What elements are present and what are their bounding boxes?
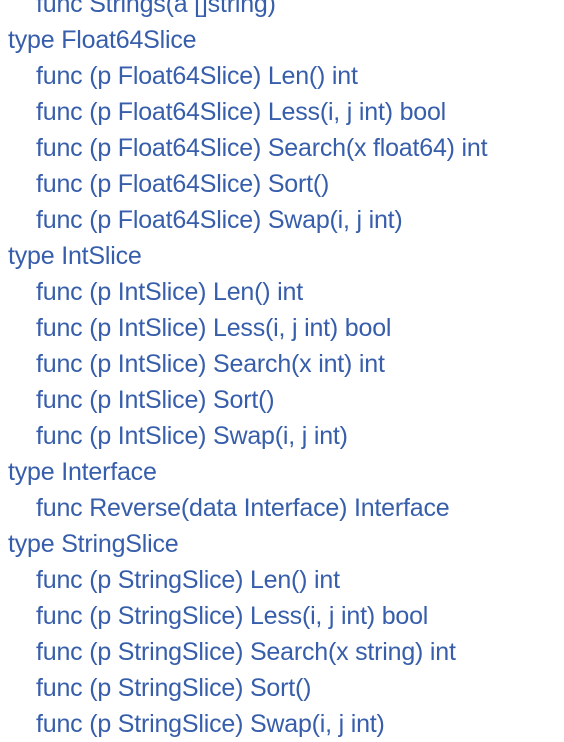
- index-method-link[interactable]: func (p StringSlice) Search(x string) in…: [36, 638, 456, 666]
- index-type-intslice[interactable]: type IntSlice: [0, 238, 564, 274]
- index-method[interactable]: func (p Float64Slice) Search(x float64) …: [0, 130, 564, 166]
- index-method[interactable]: func (p Float64Slice) Len() int: [0, 58, 564, 94]
- index-method-link[interactable]: func (p IntSlice) Swap(i, j int): [36, 422, 348, 450]
- index-func-strings[interactable]: func Strings(a []string): [0, 0, 564, 22]
- index-method-link[interactable]: func (p StringSlice) Len() int: [36, 566, 340, 594]
- index-method-link[interactable]: func (p IntSlice) Less(i, j int) bool: [36, 314, 392, 342]
- index-func-link[interactable]: func Reverse(data Interface) Interface: [36, 494, 450, 522]
- index-type-link[interactable]: type IntSlice: [8, 242, 142, 270]
- index-method[interactable]: func (p IntSlice) Less(i, j int) bool: [0, 310, 564, 346]
- index-func-reverse[interactable]: func Reverse(data Interface) Interface: [0, 490, 564, 526]
- index-method-link[interactable]: func (p StringSlice) Less(i, j int) bool: [36, 602, 429, 630]
- index-method[interactable]: func (p IntSlice) Len() int: [0, 274, 564, 310]
- index-type-link[interactable]: type Interface: [8, 458, 157, 486]
- index-method-link[interactable]: func (p Float64Slice) Less(i, j int) boo…: [36, 98, 447, 126]
- index-method-link[interactable]: func (p StringSlice) Sort(): [36, 674, 312, 702]
- index-method[interactable]: func (p IntSlice) Search(x int) int: [0, 346, 564, 382]
- index-method[interactable]: func (p StringSlice) Len() int: [0, 562, 564, 598]
- index-method[interactable]: func (p StringSlice) Search(x string) in…: [0, 634, 564, 670]
- index-method[interactable]: func (p IntSlice) Sort(): [0, 382, 564, 418]
- index-method[interactable]: func (p Float64Slice) Sort(): [0, 166, 564, 202]
- index-type-interface[interactable]: type Interface: [0, 454, 564, 490]
- index-method[interactable]: func (p StringSlice) Less(i, j int) bool: [0, 598, 564, 634]
- index-method-link[interactable]: func (p IntSlice) Sort(): [36, 386, 275, 414]
- index-type-float64slice[interactable]: type Float64Slice: [0, 22, 564, 58]
- index-method[interactable]: func (p StringSlice) Swap(i, j int): [0, 706, 564, 742]
- index-method-link[interactable]: func (p Float64Slice) Search(x float64) …: [36, 134, 488, 162]
- index-method-link[interactable]: func (p Float64Slice) Swap(i, j int): [36, 206, 403, 234]
- index-type-stringslice[interactable]: type StringSlice: [0, 526, 564, 562]
- index-method-link[interactable]: func (p StringSlice) Swap(i, j int): [36, 710, 385, 738]
- index-method[interactable]: func (p IntSlice) Swap(i, j int): [0, 418, 564, 454]
- index-method-link[interactable]: func (p IntSlice) Search(x int) int: [36, 350, 385, 378]
- index-type-link[interactable]: type Float64Slice: [8, 26, 197, 54]
- index-method[interactable]: func (p Float64Slice) Swap(i, j int): [0, 202, 564, 238]
- index-method[interactable]: func (p Float64Slice) Less(i, j int) boo…: [0, 94, 564, 130]
- index-type-link[interactable]: type StringSlice: [8, 530, 179, 558]
- index-link[interactable]: func Strings(a []string): [36, 0, 276, 18]
- index-method-link[interactable]: func (p Float64Slice) Len() int: [36, 62, 358, 90]
- index-method-link[interactable]: func (p IntSlice) Len() int: [36, 278, 303, 306]
- index-method[interactable]: func (p StringSlice) Sort(): [0, 670, 564, 706]
- index-method-link[interactable]: func (p Float64Slice) Sort(): [36, 170, 330, 198]
